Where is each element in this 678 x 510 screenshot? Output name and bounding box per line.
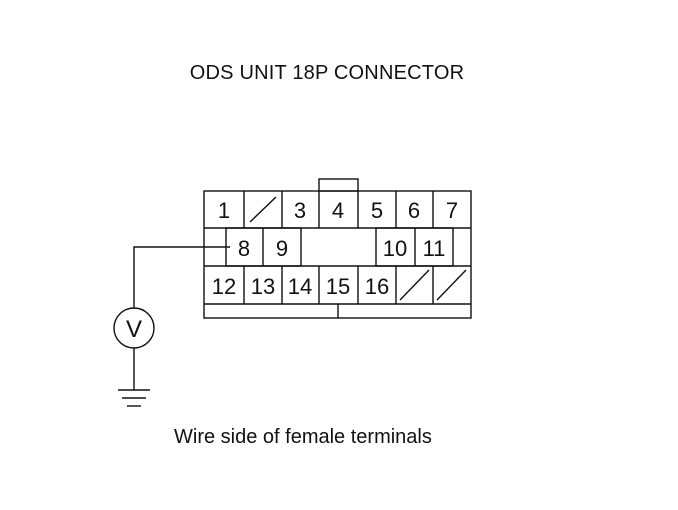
terminal-label: 11 (423, 236, 446, 261)
terminal-label: 12 (212, 274, 236, 299)
empty-cavity-slash (399, 269, 430, 301)
terminal-label: 7 (446, 198, 458, 223)
connector-latch (318, 178, 359, 192)
terminal-label: 13 (251, 274, 275, 299)
voltmeter-symbol: V (126, 316, 142, 343)
ground-icon (118, 389, 150, 407)
diagram-title: ODS UNIT 18P CONNECTOR (189, 62, 465, 84)
terminal-label: 3 (294, 198, 306, 223)
empty-cavity-slash (436, 269, 467, 301)
terminal-label: 5 (371, 198, 383, 223)
probe-lead (133, 246, 230, 308)
empty-cavity-slash (249, 196, 277, 223)
terminal-label: 9 (276, 236, 288, 261)
terminal-label: 14 (288, 274, 312, 299)
terminal-label: 16 (365, 274, 389, 299)
terminal-label: 6 (408, 198, 420, 223)
diagram-caption: Wire side of female terminals (174, 426, 432, 448)
terminal-label: 1 (218, 198, 230, 223)
terminal-label: 4 (332, 198, 344, 223)
terminal-label: 8 (238, 236, 250, 261)
terminal-label: 15 (326, 274, 350, 299)
terminal-label: 10 (383, 236, 407, 261)
